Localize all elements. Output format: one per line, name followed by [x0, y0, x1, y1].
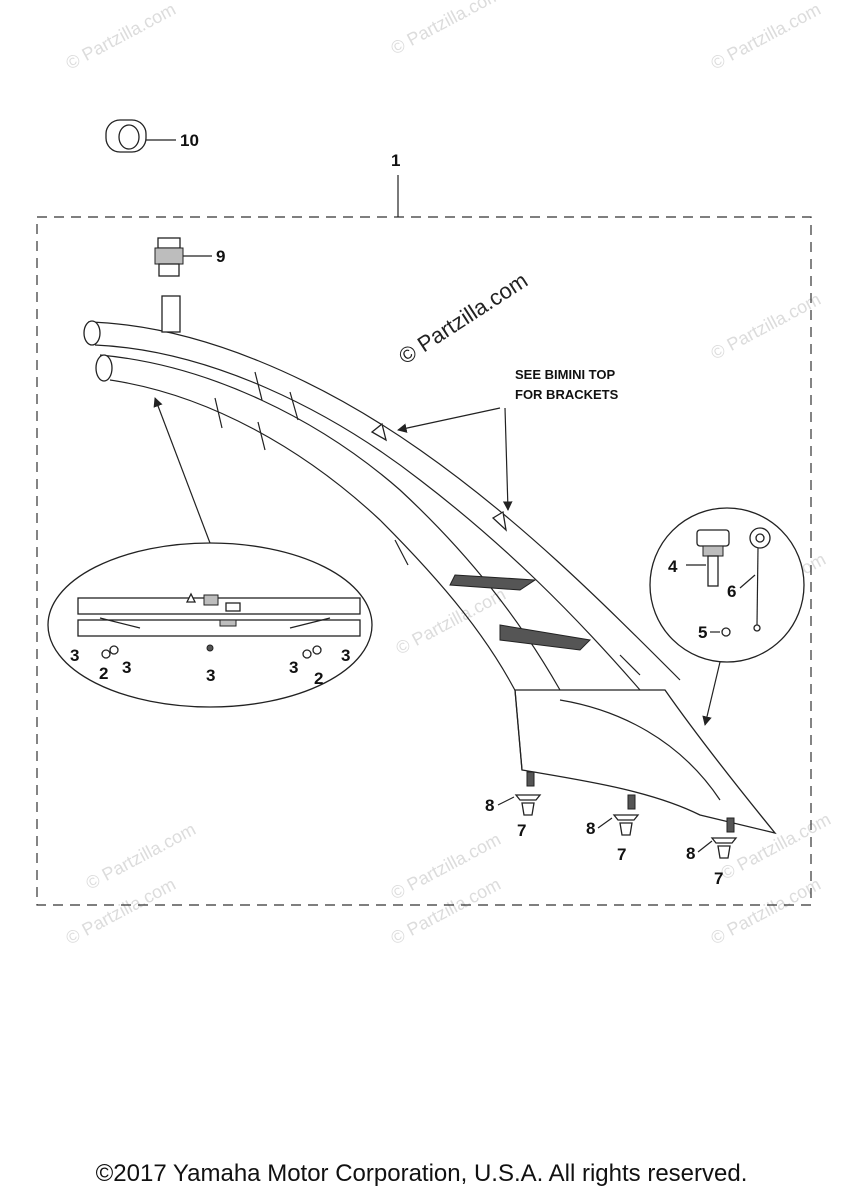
watermark: © Partzilla.com [82, 819, 198, 894]
bimini-arrow-2 [502, 407, 513, 511]
bimini-arrow-1 [397, 407, 501, 433]
callout-7a: 7 [517, 821, 526, 840]
callout-10: 10 [180, 131, 199, 150]
bimini-note-line2: FOR BRACKETS [515, 387, 619, 402]
callout-8a: 8 [485, 796, 494, 815]
watermark: © Partzilla.com [707, 874, 823, 949]
callout-5: 5 [698, 623, 707, 642]
callout-8c: 8 [686, 844, 695, 863]
part-9-cap [154, 237, 212, 277]
callout-3c: 3 [206, 666, 215, 685]
watermark-prominent: © Partzilla.com [394, 267, 532, 369]
part-10-grommet [105, 119, 176, 153]
callout-3d: 3 [289, 658, 298, 677]
callout-3b: 3 [122, 658, 131, 677]
callout-9: 9 [216, 247, 225, 266]
detail-circle-right [649, 507, 805, 726]
bimini-note-line1: SEE BIMINI TOP [515, 367, 615, 382]
foot-hardware-3 [697, 837, 738, 859]
callout-1: 1 [391, 151, 400, 170]
watermark: © Partzilla.com [62, 0, 178, 74]
watermark: © Partzilla.com [387, 0, 503, 59]
callout-7c: 7 [714, 869, 723, 888]
tower-frame [83, 295, 777, 835]
callout-2b: 2 [314, 669, 323, 688]
copyright-footer: ©2017 Yamaha Motor Corporation, U.S.A. A… [95, 1160, 748, 1187]
callout-2a: 2 [99, 664, 108, 683]
watermark: © Partzilla.com [707, 0, 823, 74]
watermark: © Partzilla.com [62, 874, 178, 949]
callout-6: 6 [727, 582, 736, 601]
callout-4: 4 [668, 557, 678, 576]
foot-hardware-1 [497, 794, 542, 816]
callout-8b: 8 [586, 819, 595, 838]
callout-3e: 3 [341, 646, 350, 665]
callout-7b: 7 [617, 845, 626, 864]
detail-ellipse-left [47, 397, 373, 708]
foot-hardware-2 [597, 814, 640, 836]
watermark: © Partzilla.com [392, 584, 508, 659]
watermark: © Partzilla.com [707, 289, 823, 364]
callout-3a: 3 [70, 646, 79, 665]
